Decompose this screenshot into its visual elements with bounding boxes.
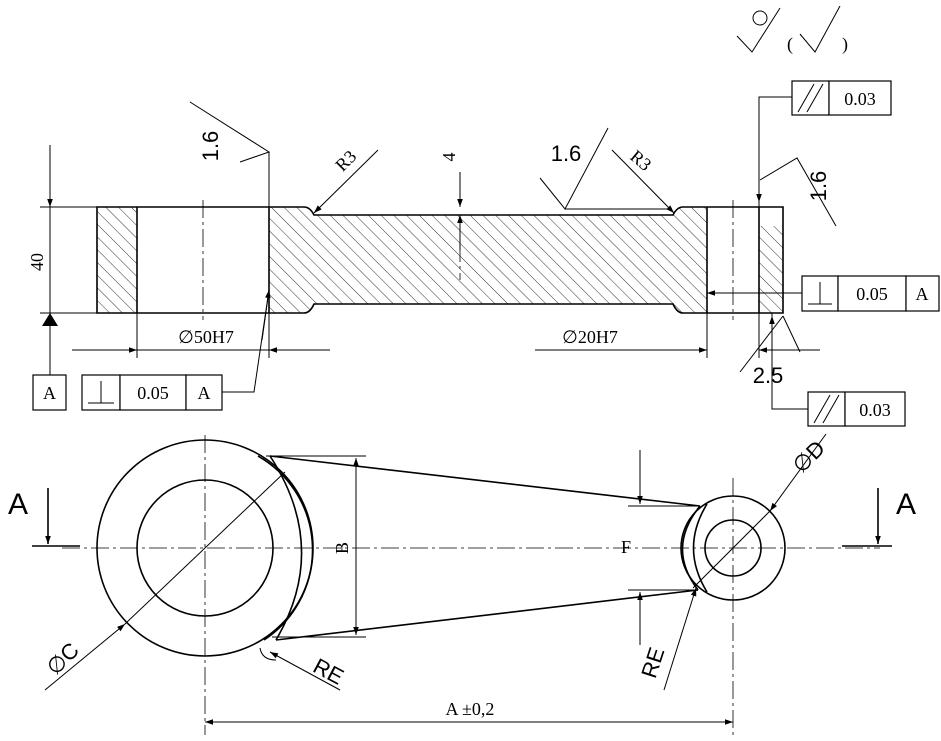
- offset-text: 2.5: [753, 363, 784, 388]
- perp-left-datum-box: [185, 374, 223, 411]
- roughness-left-text: 1.6: [198, 131, 223, 162]
- parallel-bottom-symbol-box: [807, 391, 846, 427]
- section-outline: [96, 206, 784, 314]
- web-bottom-edge: [275, 589, 699, 641]
- roughness-right-text: 1.6: [806, 171, 831, 202]
- roughness-mid-text: 1.6: [551, 141, 582, 166]
- offset-leader-a: [739, 315, 784, 373]
- dim-big-dia-text: ∅C: [41, 637, 84, 680]
- parallel-bottom-leader: [771, 392, 808, 410]
- surface-note-symbol-1: [736, 7, 781, 53]
- perp-left-value-box: [119, 374, 187, 411]
- roughness-left-mark: [189, 101, 271, 207]
- fillet-right-leader: [663, 587, 697, 691]
- dim-big-dia-line: [124, 471, 286, 625]
- perp-left-arrow: [261, 289, 271, 341]
- fillet-left-leader: [269, 651, 341, 691]
- parallel-bottom-value: 0.03: [859, 400, 891, 420]
- perp-left-datum: A: [198, 383, 211, 403]
- roughness-right-mark: [759, 157, 837, 227]
- perp-right-datum: A: [916, 284, 929, 304]
- hatch-right-wall: [759, 226, 783, 313]
- surface-note-close: ): [842, 34, 848, 55]
- perp-right-datum-box: [905, 275, 940, 312]
- perp-right-symbol-box: [801, 275, 839, 312]
- dim-small-dia-arrow: [769, 433, 827, 512]
- dim-small-dia-text: ∅D: [787, 435, 829, 477]
- surface-note-symbol-2: [799, 5, 841, 53]
- parallel-top-value-box: [828, 80, 892, 116]
- plan-view: ∅C ∅D B F RE RE A ±0,2 A A: [8, 433, 916, 735]
- section-label-left: A: [8, 488, 28, 521]
- parallel-top-icon: [797, 83, 824, 113]
- datum-box: [32, 374, 67, 411]
- perp-left-value: 0.05: [137, 383, 169, 403]
- datum-label: A: [43, 383, 56, 403]
- offset-leader-b: [782, 315, 801, 353]
- hatch-web: [269, 207, 707, 313]
- perp-right-icon: [808, 282, 832, 305]
- surface-note-open: (: [787, 34, 793, 55]
- section-label-right: A: [896, 488, 916, 521]
- parallel-top-leader: [758, 96, 792, 207]
- leader-r3-left: [313, 149, 379, 214]
- fillet-left-arc: [259, 647, 277, 661]
- section-view: 40 A ∅50H7 ∅20H7 R3 R3 4 1.6 1.: [27, 80, 940, 427]
- leader-r3-right: [611, 149, 675, 214]
- dim-center-distance-text: A ±0,2: [446, 699, 495, 719]
- datum-triangle: [42, 313, 58, 326]
- radius-left-text: R3: [331, 146, 360, 175]
- hatch-left-wall: [97, 207, 137, 313]
- roughness-mid-mark: [539, 127, 672, 210]
- dim-f-text: F: [621, 537, 631, 557]
- fillet-left-text: RE: [309, 653, 348, 689]
- parallel-top-symbol-box: [791, 80, 830, 116]
- perp-right-value: 0.05: [856, 284, 888, 304]
- dim-big-dia-arrow-out: [44, 623, 126, 691]
- parallel-top-value: 0.03: [844, 89, 876, 109]
- surface-finish-note: ( ): [736, 5, 848, 55]
- fillet-right-text: RE: [636, 644, 669, 681]
- perp-left-icon: [88, 381, 114, 404]
- dim-big-bore-text: ∅50H7: [178, 327, 234, 347]
- dim-small-dia-line: [692, 510, 771, 589]
- parallel-bottom-icon: [813, 394, 840, 424]
- dim-b-text: B: [332, 542, 352, 554]
- web-top-edge: [269, 455, 701, 507]
- parallel-bottom-value-box: [844, 391, 906, 427]
- dim-small-bore-text: ∅20H7: [562, 327, 618, 347]
- dim-height-text: 40: [27, 253, 47, 271]
- radius-right-text: R3: [626, 146, 655, 175]
- surface-note-circle: [752, 10, 768, 26]
- perp-right-value-box: [837, 275, 907, 312]
- dim-depth-text: 4: [439, 153, 459, 162]
